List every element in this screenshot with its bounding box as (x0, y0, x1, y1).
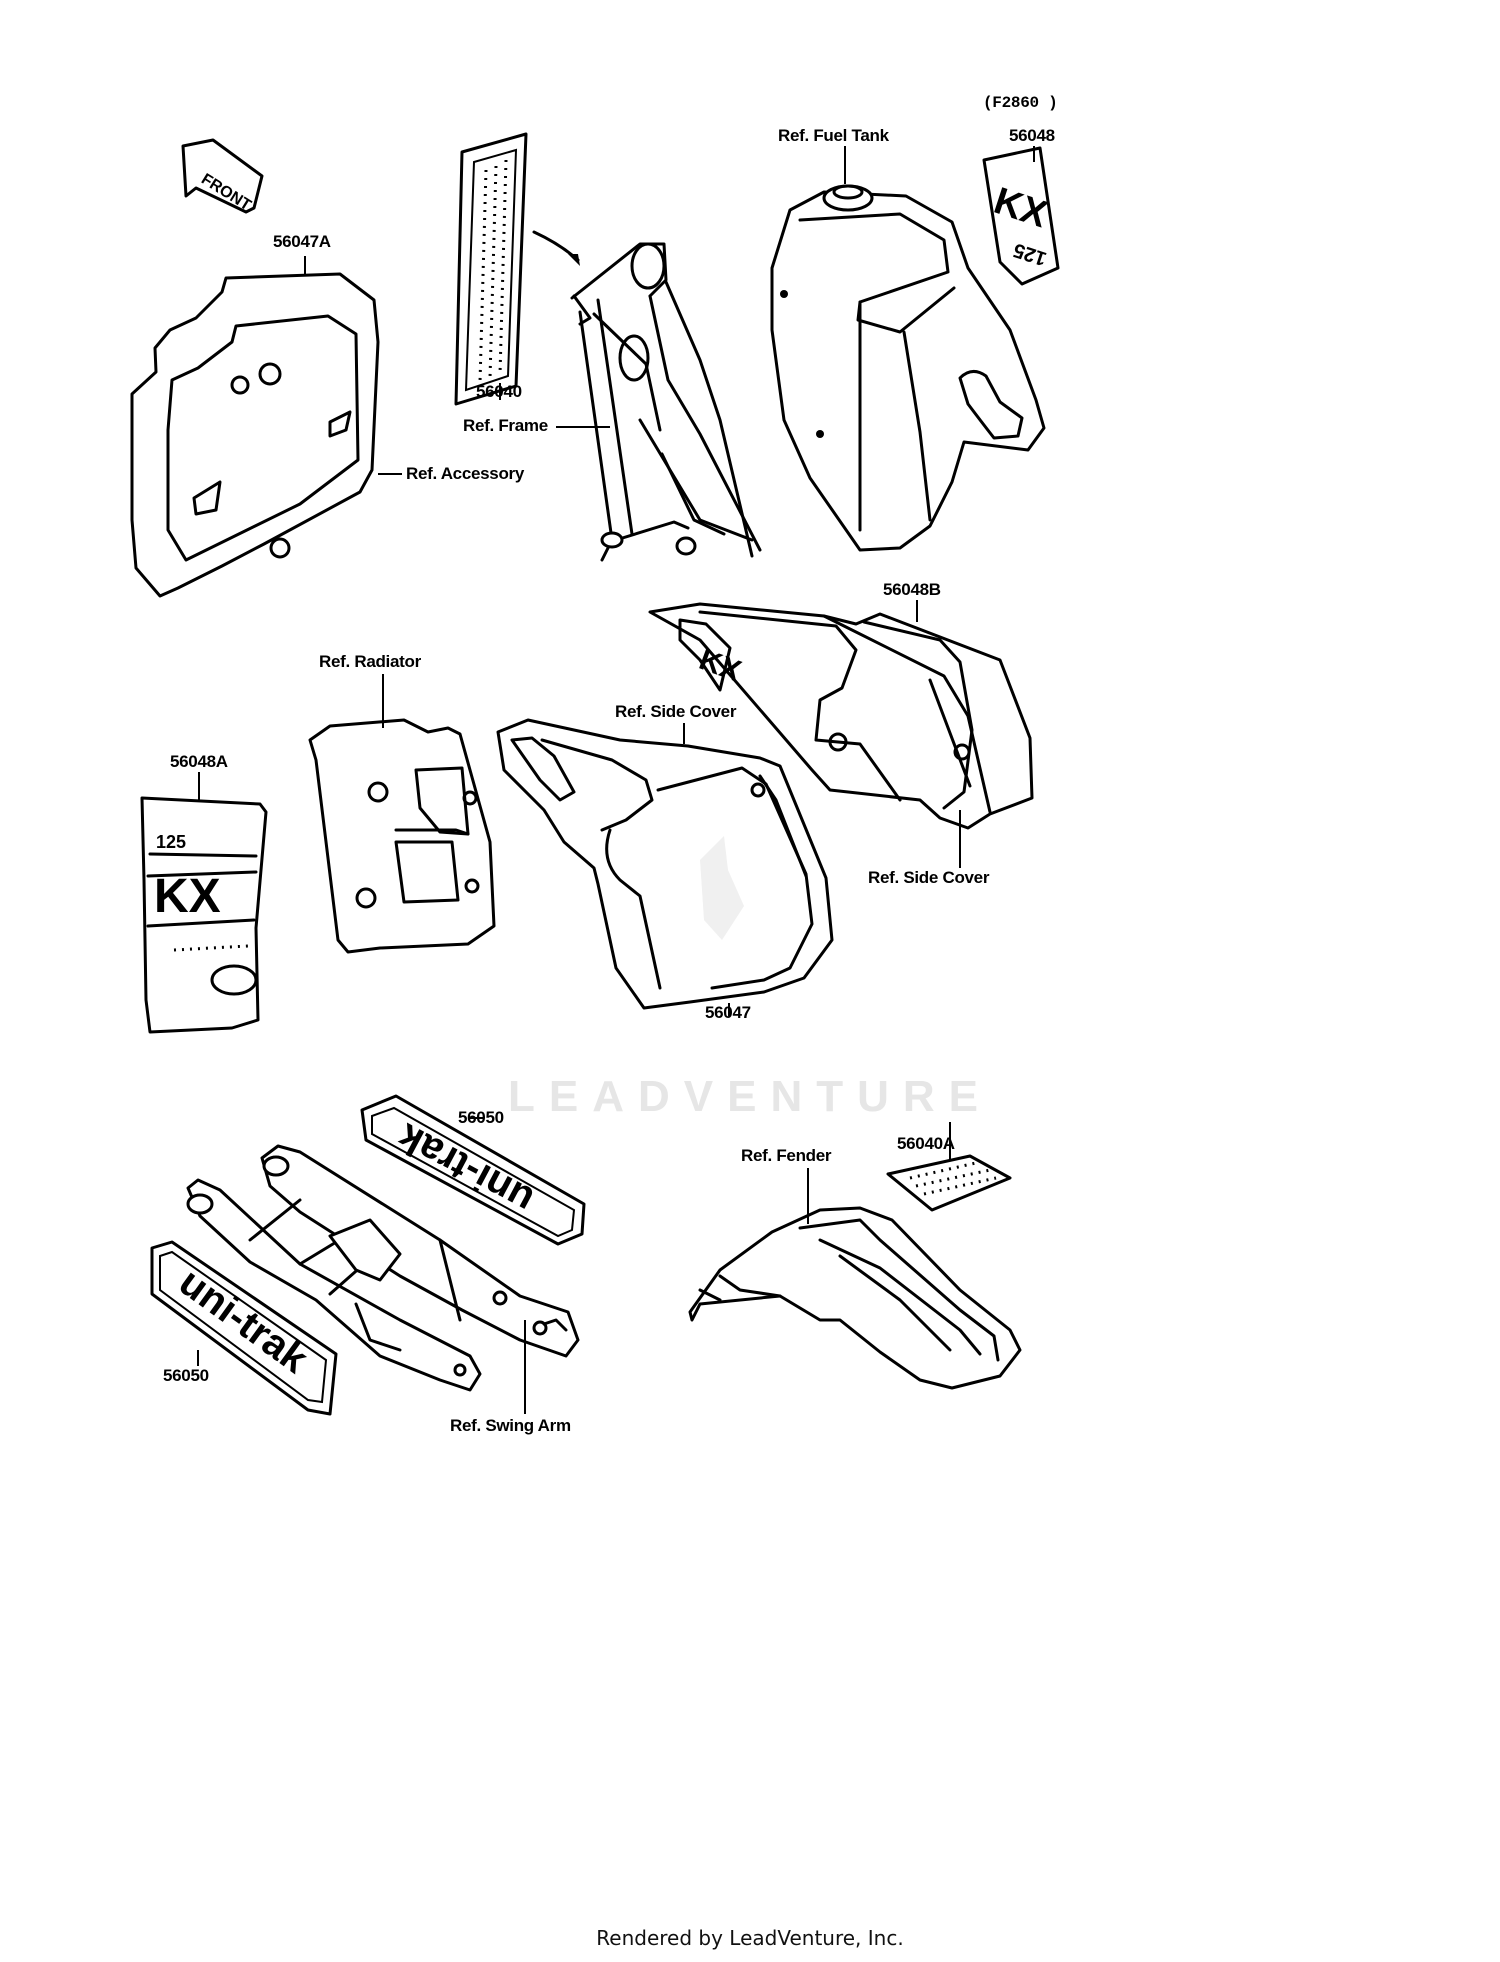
watermark: LEADVENTURE (507, 1072, 993, 1121)
label-56047A: 56047A (273, 232, 331, 251)
front-arrow-icon: FRONT (181, 138, 264, 214)
frame-drawing (570, 242, 762, 562)
label-56048: 56048 (1009, 126, 1055, 145)
fender-drawing (688, 1206, 1022, 1390)
decal-kx-radiator-text: KX (154, 870, 221, 923)
label-ref-side-cover-1: Ref. Side Cover (615, 702, 737, 721)
sticker-56040A-drawing (886, 1154, 1012, 1212)
label-56047: 56047 (705, 1003, 751, 1022)
label-ref-side-cover-2: Ref. Side Cover (868, 868, 990, 887)
label-ref-accessory: Ref. Accessory (406, 464, 525, 483)
footer-text: Rendered by LeadVenture, Inc. (596, 1926, 904, 1950)
side-cover-right-drawing: KX (648, 602, 1034, 830)
leader-lines (197, 146, 1035, 1414)
label-ref-fender: Ref. Fender (741, 1146, 832, 1165)
label-56048B: 56048B (883, 580, 941, 599)
sticker-56040-drawing (454, 132, 580, 406)
decal-125-radiator-text: 125 (156, 832, 186, 852)
decal-56048A-drawing: 125 KX (140, 796, 268, 1034)
number-plate-56047A-drawing (130, 272, 380, 598)
swing-arm-drawing (186, 1144, 580, 1392)
label-ref-fuel-tank: Ref. Fuel Tank (778, 126, 889, 145)
figure-code: (F2860 ) (983, 94, 1058, 112)
label-ref-frame: Ref. Frame (463, 416, 548, 435)
label-ref-radiator: Ref. Radiator (319, 652, 421, 671)
label-56050-lower: 56050 (163, 1366, 209, 1385)
label-56048A: 56048A (170, 752, 228, 771)
label-56050-upper: 56050 (458, 1108, 504, 1127)
radiator-cover-drawing (308, 718, 496, 954)
label-ref-swing-arm: Ref. Swing Arm (450, 1416, 571, 1435)
label-56040: 56040 (476, 382, 522, 401)
decal-56048-drawing: KX 125 (982, 146, 1060, 286)
label-56040A: 56040A (897, 1134, 955, 1153)
side-cover-left-drawing (496, 718, 834, 1010)
fuel-tank-drawing (770, 184, 1046, 552)
